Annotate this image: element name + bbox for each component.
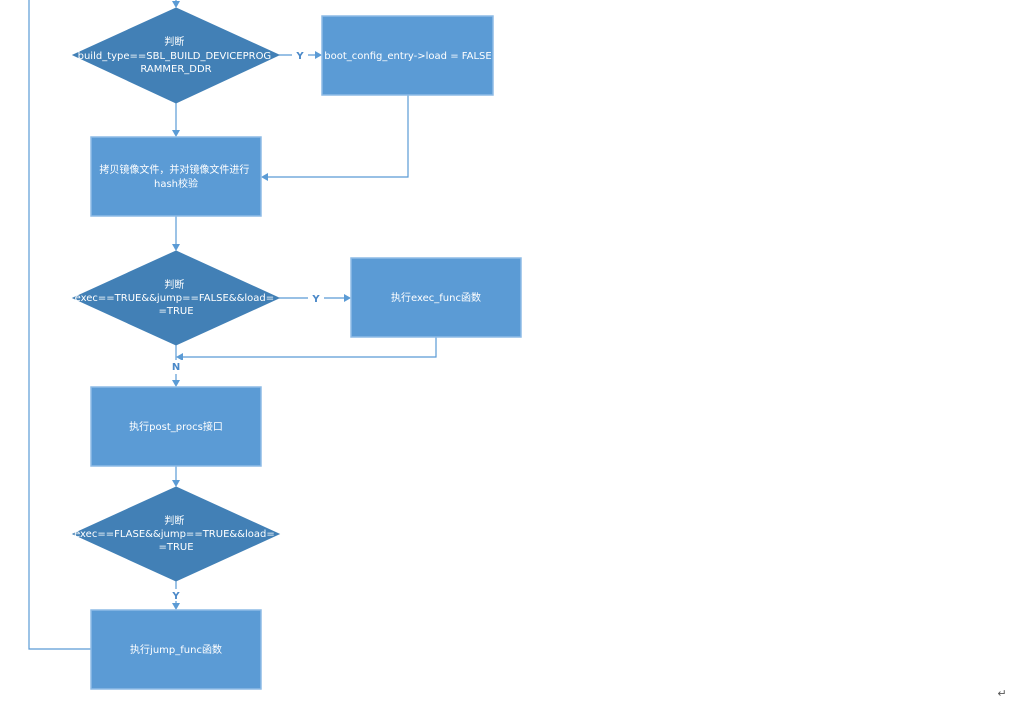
process-exec-func[interactable]: 执行exec_func函数 xyxy=(350,257,522,338)
decision-jump-line-2: exec==FLASE&&jump==TRUE&&load= xyxy=(74,529,275,540)
process-jump-func[interactable]: 执行jump_func函数 xyxy=(90,609,262,690)
process-set-load-false[interactable]: boot_config_entry->load = FALSE xyxy=(321,15,494,96)
arrowhead-build-type-yes xyxy=(315,51,322,59)
arrowhead-entry xyxy=(172,1,180,8)
decision-exec[interactable]: 判断 exec==TRUE&&jump==FALSE&&load= =TRUE xyxy=(71,250,281,346)
process-jump-func-line-1: 执行jump_func函数 xyxy=(130,643,222,656)
edge-load-false-to-copy xyxy=(268,95,409,178)
decision-exec-line-1: 判断 xyxy=(164,278,184,291)
svg-text:判断 exec==FLASE&&jump==: 判断 exec==FLASE&&jump==TRUE&&load= =TRUE xyxy=(74,514,278,553)
decision-jump-line-1: 判断 xyxy=(164,514,184,527)
decision-build-type-line-1: 判断 xyxy=(164,35,184,48)
process-copy-and-hash-line-1: 拷贝镜像文件，并对镜像文件进行 xyxy=(99,163,249,176)
arrowhead-load-false-to-copy xyxy=(261,173,268,181)
nodes: 判断 build_type==SBL_BUILD_DEVICEPROG RAMM… xyxy=(71,7,522,690)
process-copy-and-hash[interactable]: 拷贝镜像文件，并对镜像文件进行 hash校验 xyxy=(90,136,262,217)
arrowhead-exec-yes xyxy=(344,294,351,302)
svg-text:判断 build_type==SBL_BUI: 判断 build_type==SBL_BUILD_DEVICEPROG RAMM… xyxy=(78,35,275,75)
decision-exec-line-3: =TRUE xyxy=(158,306,193,317)
decision-jump[interactable]: 判断 exec==FLASE&&jump==TRUE&&load= =TRUE xyxy=(71,486,281,582)
decision-build-type-line-2: build_type==SBL_BUILD_DEVICEPROG xyxy=(78,51,272,62)
svg-text:判断 exec==TRUE&&jump==F: 判断 exec==TRUE&&jump==FALSE&&load= =TRUE xyxy=(75,278,278,317)
decision-build-type-line-3: RAMMER_DDR xyxy=(140,64,211,75)
svg-text:拷贝镜像文件，并对镜像文件进行 hash校验: 拷贝镜像文件，并对镜像文件进行 hash校验 xyxy=(99,163,252,190)
arrowhead-post-to-jump xyxy=(172,480,180,487)
edge-labels: Y Y N Y xyxy=(168,48,324,602)
edge-loop-back xyxy=(28,0,91,650)
edge-exec-func-back xyxy=(183,337,437,358)
arrowhead-copy-to-exec xyxy=(172,244,180,251)
arrowhead-jump-yes xyxy=(172,603,180,610)
svg-text:执行post_procs接口: 执行post_procs接口 xyxy=(129,420,223,433)
label-exec-no: N xyxy=(172,362,180,373)
decision-build-type[interactable]: 判断 build_type==SBL_BUILD_DEVICEPROG RAMM… xyxy=(71,7,281,104)
decision-exec-line-2: exec==TRUE&&jump==FALSE&&load= xyxy=(75,293,275,304)
arrowhead-exec-func-back xyxy=(176,353,183,361)
label-exec-yes: Y xyxy=(311,294,320,305)
process-exec-func-line-1: 执行exec_func函数 xyxy=(391,291,481,304)
label-jump-yes: Y xyxy=(171,591,180,602)
process-post-procs-line-1: 执行post_procs接口 xyxy=(129,420,223,433)
edges xyxy=(28,0,437,650)
svg-text:执行exec_func函数: 执行exec_func函数 xyxy=(391,291,481,304)
process-set-load-false-line-1: boot_config_entry->load = FALSE xyxy=(324,51,491,62)
label-build-type-yes: Y xyxy=(295,51,304,62)
arrowhead-build-type-down xyxy=(172,130,180,137)
svg-text:boot_config_entry->load = FALS: boot_config_entry->load = FALSE xyxy=(324,51,491,62)
decision-jump-line-3: =TRUE xyxy=(158,542,193,553)
process-copy-and-hash-line-2: hash校验 xyxy=(154,177,198,190)
process-post-procs[interactable]: 执行post_procs接口 xyxy=(90,386,262,467)
paragraph-return-mark: ↵ xyxy=(997,687,1006,700)
arrowhead-exec-no xyxy=(172,380,180,387)
svg-text:执行jump_func函数: 执行jump_func函数 xyxy=(130,643,222,656)
